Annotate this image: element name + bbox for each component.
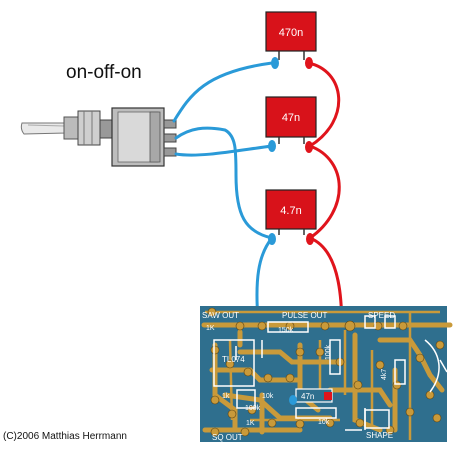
toggle-switch <box>20 107 177 167</box>
pcb-label-sq-out: SQ OUT <box>212 433 243 442</box>
pcb-board <box>200 306 453 442</box>
capacitor-47n-label: 47n <box>282 112 300 124</box>
pcb-label-r3: 100k <box>325 344 332 360</box>
pcb-label-r7: 100k <box>245 405 261 412</box>
pcb-label-r1: 1K <box>206 325 215 332</box>
pcb-label-ic: TL074 <box>222 355 245 364</box>
capacitor-4-7n <box>265 189 317 245</box>
pcb-label-pulse-out: PULSE OUT <box>282 311 327 320</box>
pcb-labels: SAW OUT PULSE OUT SPEED SHAPE SQ OUT TL0… <box>202 311 395 442</box>
pcb-label-r4: 10k <box>318 419 330 426</box>
capacitor-47n <box>265 96 317 153</box>
copyright-text: (C)2006 Matthias Herrmann <box>3 431 127 442</box>
pcb-label-cap: 47n <box>301 392 314 401</box>
pcb-label-r8: 1K <box>246 420 255 427</box>
capacitor-470n <box>265 11 317 69</box>
pcb-label-saw-out: SAW OUT <box>202 311 239 320</box>
switch-type-label: on-off-on <box>66 62 142 83</box>
capacitor-4-7n-label: 4.7n <box>280 205 301 217</box>
pcb-label-r6: 1k <box>222 393 230 400</box>
pcb-label-r2: 150k <box>278 327 294 334</box>
capacitor-470n-label: 470n <box>279 27 303 39</box>
pcb-label-r9: 4k7 <box>381 369 388 380</box>
pcb-label-r5: 10k <box>262 393 274 400</box>
pcb-label-speed: SPEED <box>368 311 395 320</box>
pcb-label-shape: SHAPE <box>366 431 393 440</box>
